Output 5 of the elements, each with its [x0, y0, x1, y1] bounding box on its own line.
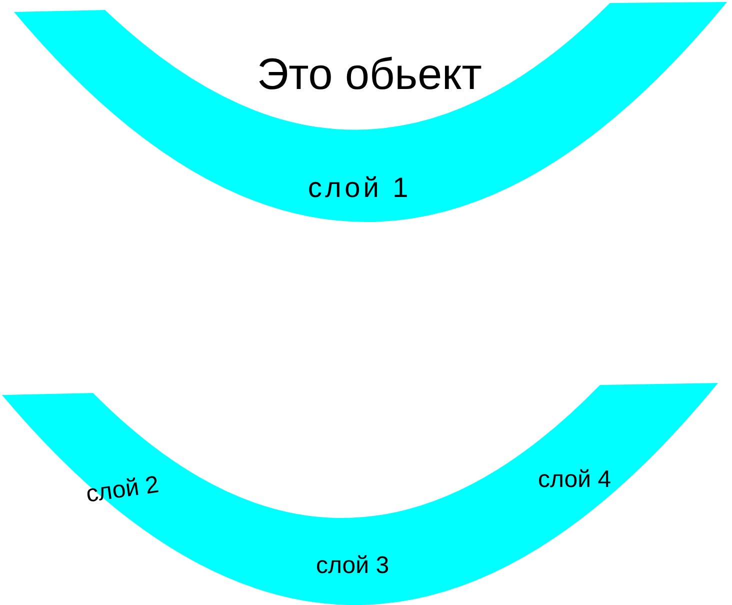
layer-label: слой 2	[84, 471, 161, 509]
object-caption: Это обьект	[257, 50, 482, 100]
layer-label: слой 1	[308, 172, 412, 204]
layer-label: слой 4	[538, 466, 612, 494]
layer-label: слой 3	[316, 552, 390, 580]
